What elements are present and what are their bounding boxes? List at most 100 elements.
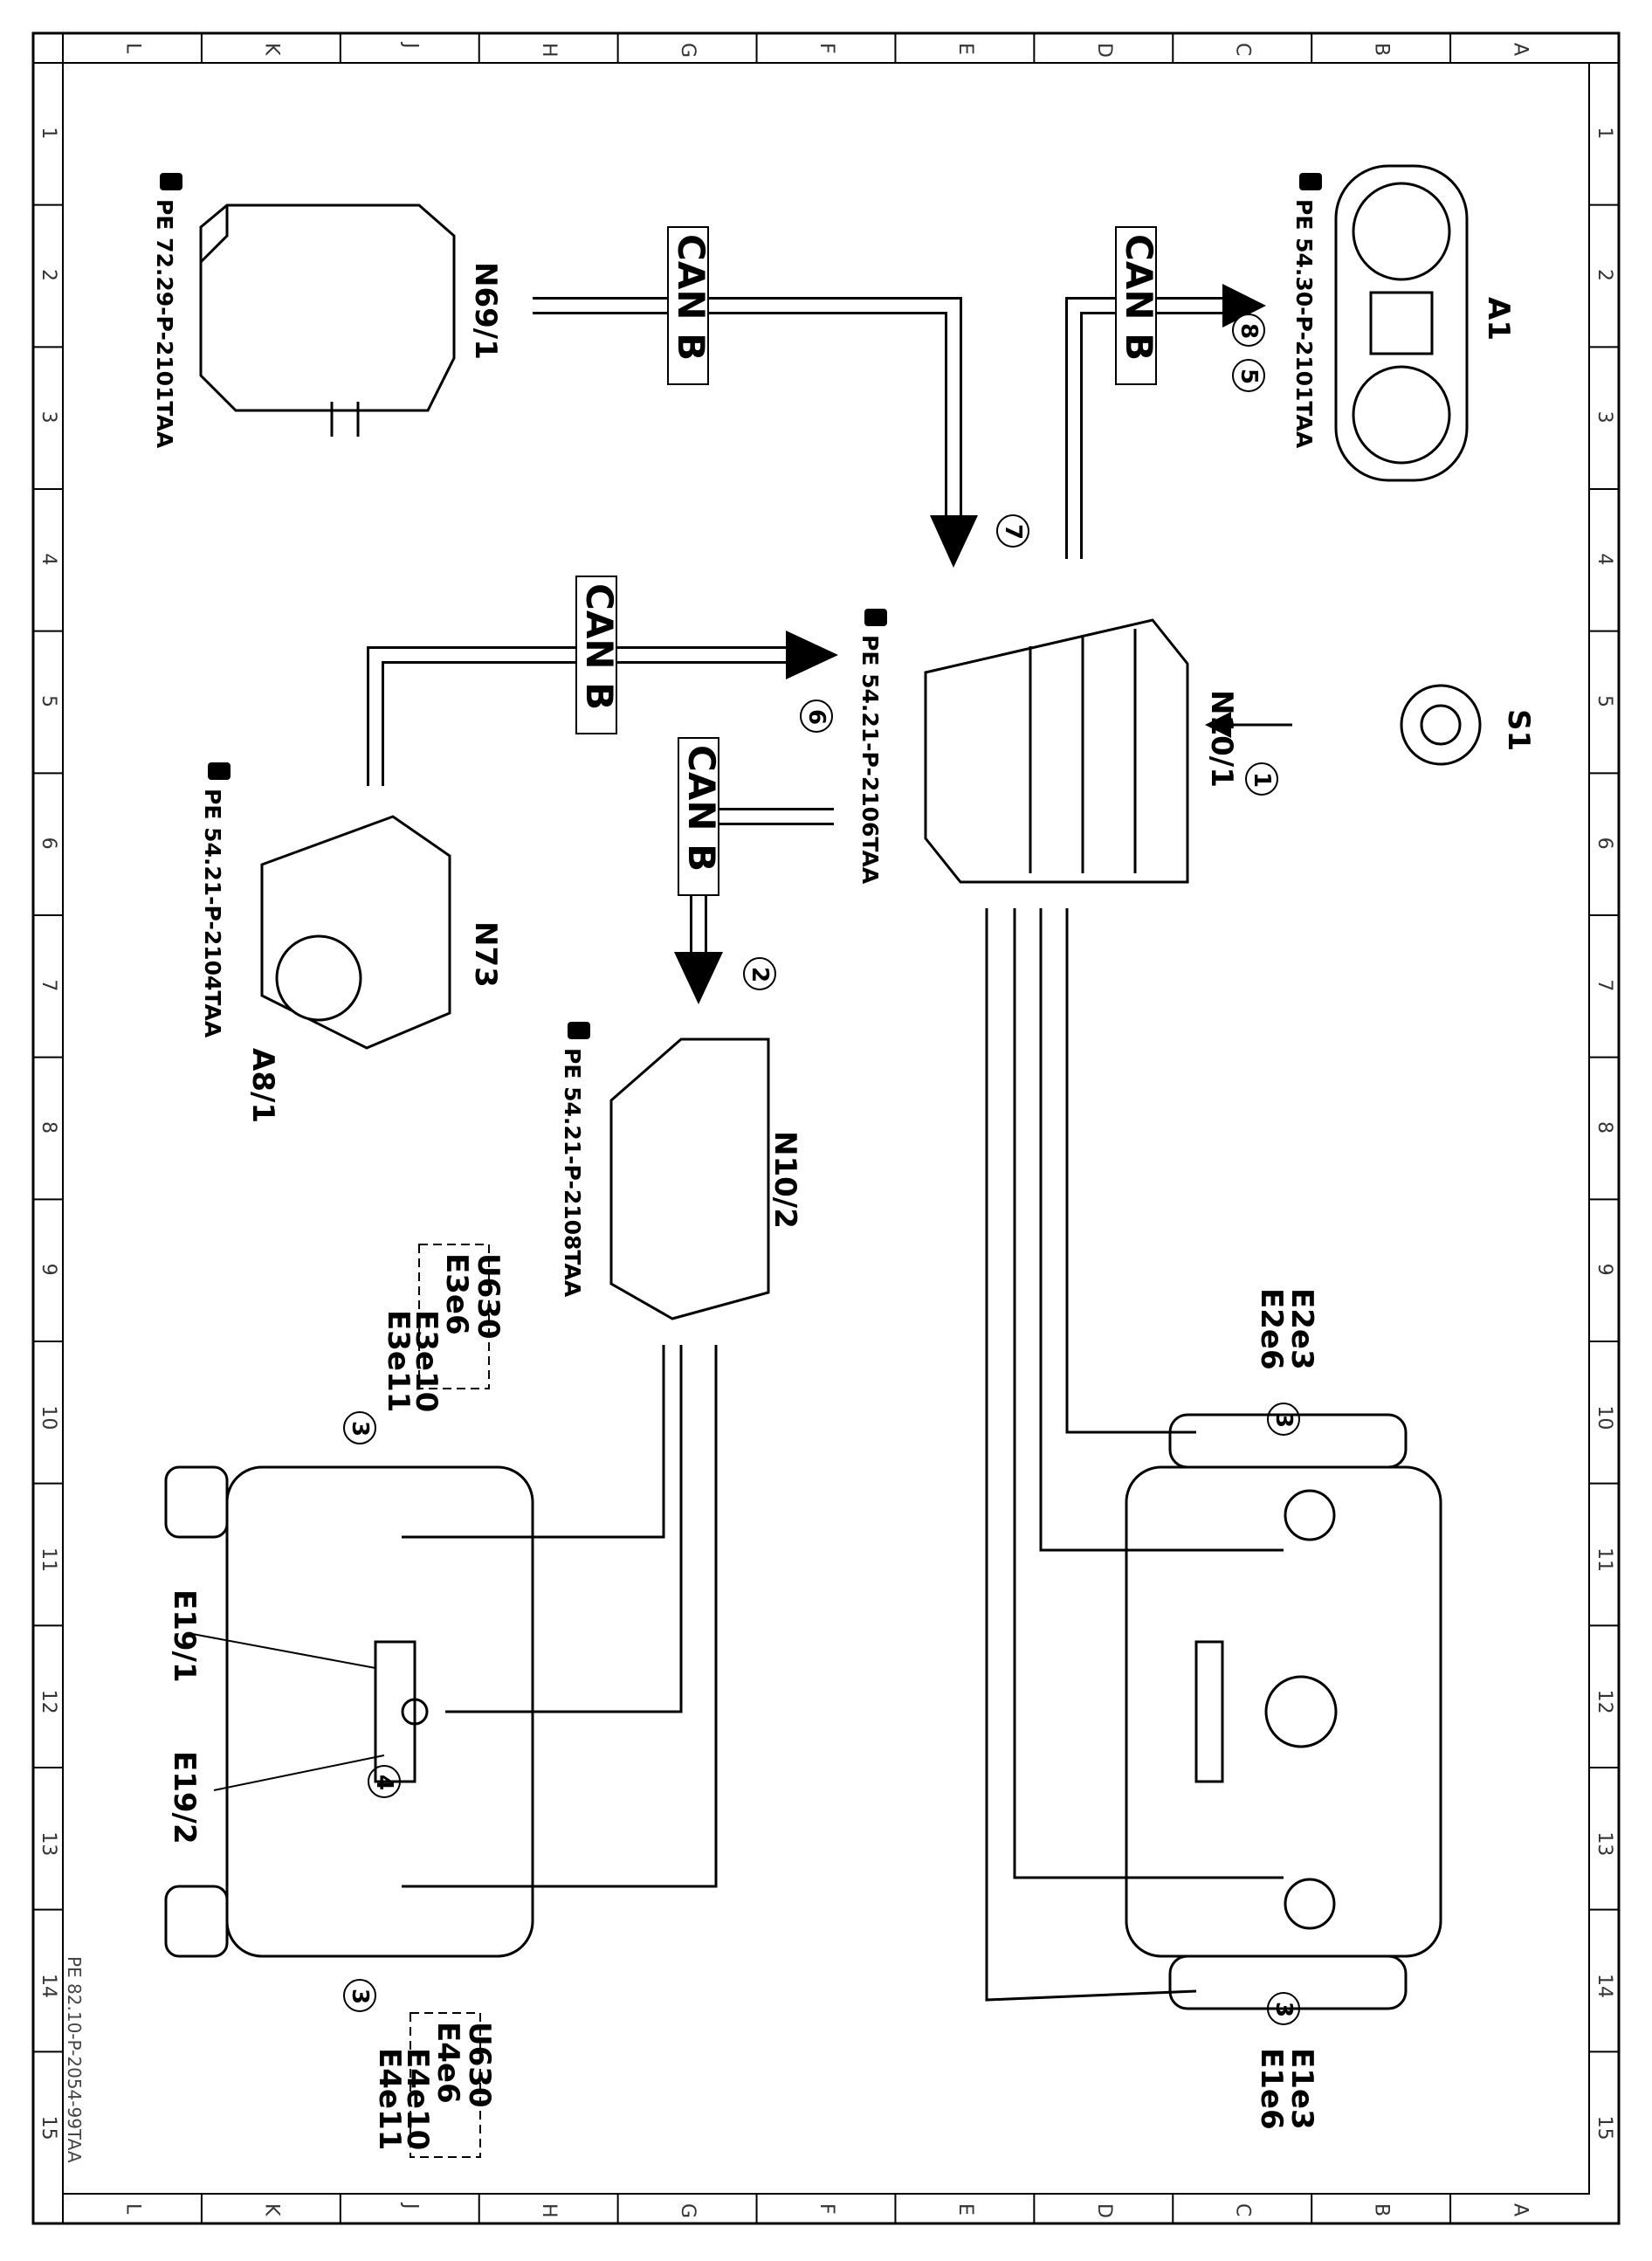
pointing-hand-icon [208, 762, 231, 780]
grid-number-12: 12 [38, 1690, 59, 1714]
can-b-label-4: CAN B [680, 745, 723, 872]
svg-text:5: 5 [1236, 369, 1262, 384]
grid-letter-G: G [677, 2203, 699, 2218]
grid-number-2: 2 [38, 269, 59, 281]
document-id: PE 82.10-P-2054-99TAA [64, 1956, 85, 2163]
grid-number-10: 10 [1593, 1405, 1615, 1430]
grid-letter-G: G [677, 43, 699, 58]
svg-text:3: 3 [347, 1421, 373, 1437]
grid-number-11: 11 [38, 1548, 59, 1572]
n69-1-module [199, 203, 456, 437]
grid-ticks [33, 33, 1619, 2223]
svg-text:U630: U630 [471, 1253, 506, 1340]
svg-text:E2e6: E2e6 [1254, 1288, 1289, 1370]
n69-1-label: N69/1 [468, 262, 503, 360]
a1-label: A1 [1481, 297, 1516, 341]
outer-frame [31, 31, 1621, 2225]
signal-markers [343, 314, 1300, 2025]
n10-1-module [924, 618, 1189, 884]
grid-letter-F: F [816, 2203, 837, 2215]
svg-text:1: 1 [1249, 772, 1275, 788]
grid-number-12: 12 [1593, 1690, 1615, 1714]
grid-letter-B: B [1371, 43, 1393, 56]
svg-text:E19/2: E19/2 [167, 1751, 202, 1844]
lamp-labels: E2e3 E2e6 E1e3 E1e6 U630 E3e6 E3e10 E3e1… [167, 1244, 1319, 2158]
grid-number-4: 4 [1593, 553, 1615, 565]
grid-letter-B: B [1371, 2203, 1393, 2216]
inner-frame [62, 62, 1590, 2195]
grid-number-6: 6 [1593, 838, 1615, 850]
svg-text:2: 2 [747, 967, 773, 982]
svg-text:E1e3: E1e3 [1284, 2048, 1319, 2130]
grid-number-9: 9 [1593, 1264, 1615, 1276]
grid-number-3: 3 [1593, 411, 1615, 424]
n10-1-label: N10/1 [1204, 690, 1239, 788]
s1-switch [1400, 684, 1482, 766]
n10-2-module [609, 1037, 770, 1320]
grid-letter-C: C [1232, 43, 1254, 56]
grid-number-11: 11 [1593, 1548, 1615, 1572]
svg-text:7: 7 [1000, 524, 1026, 540]
grid-number-3: 3 [38, 411, 59, 424]
arrowheads [674, 284, 1266, 1004]
grid-number-14: 14 [1593, 1974, 1615, 1998]
grid-number-8: 8 [38, 1121, 59, 1134]
grid-letter-L: L [121, 43, 143, 54]
svg-text:3: 3 [347, 1989, 373, 2004]
signal-numbers: 1 2 3 4 5 6 7 8 3 3 3 [347, 323, 1297, 2017]
svg-text:E2e3: E2e3 [1284, 1288, 1319, 1370]
n10-2-label: N10/2 [767, 1131, 802, 1229]
can-b-label-3: CAN B [578, 583, 621, 710]
svg-text:E3e6: E3e6 [439, 1253, 474, 1335]
grid-letter-H: H [538, 2203, 560, 2218]
grid-number-4: 4 [38, 553, 59, 565]
svg-text:8: 8 [1236, 323, 1262, 339]
grid-letter-D: D [1093, 2203, 1115, 2218]
component-labels: N69/1 PE 72.29-P-2101TAA A1 PE 54.30-P-2… [152, 199, 1536, 1298]
grid-letter-D: D [1093, 43, 1115, 58]
grid-letter-K: K [260, 43, 282, 56]
connection-lines [367, 297, 1292, 2002]
n69-1-ref: PE 72.29-P-2101TAA [152, 199, 177, 449]
grid-number-5: 5 [38, 695, 59, 707]
rear-vehicle-view [164, 1465, 534, 1958]
pointing-hand-icon [1299, 173, 1322, 190]
grid-letter-F: F [816, 43, 837, 54]
grid-number-1: 1 [1593, 127, 1615, 139]
grid-letter-A: A [1510, 2203, 1532, 2216]
n10-1-ref: PE 54.21-P-2106TAA [857, 635, 883, 885]
svg-text:E19/1: E19/1 [167, 1589, 202, 1683]
pointing-hand-icon [864, 609, 887, 626]
grid-number-14: 14 [38, 1974, 59, 1998]
a1-ref: PE 54.30-P-2101TAA [1291, 199, 1317, 449]
grid-number-7: 7 [1593, 979, 1615, 991]
grid-number-7: 7 [38, 979, 59, 991]
n73-ignition-switch [260, 815, 451, 1050]
grid-number-5: 5 [1593, 695, 1615, 707]
n73-label: N73 [468, 921, 503, 988]
grid-number-6: 6 [38, 838, 59, 850]
pointer-lines [187, 1632, 385, 1791]
grid-number-15: 15 [1593, 2116, 1615, 2140]
svg-text:E4e11: E4e11 [372, 2048, 407, 2150]
svg-text:E4e6: E4e6 [430, 2022, 465, 2104]
grid-letter-J: J [399, 2202, 421, 2209]
grid-number-8: 8 [1593, 1121, 1615, 1134]
pointing-hand-icon [568, 1022, 590, 1039]
n10-2-ref: PE 54.21-P-2108TAA [560, 1048, 585, 1298]
grid-letter-E: E [954, 2203, 976, 2216]
pointing-hand-icon [160, 173, 182, 190]
grid-letter-L: L [121, 2203, 143, 2215]
front-vehicle-view [1125, 1413, 1442, 2010]
grid-letter-C: C [1232, 2203, 1254, 2216]
grid-number-1: 1 [38, 127, 59, 139]
svg-text:E3e10: E3e10 [409, 1310, 444, 1412]
can-b-label-2: CAN B [1118, 234, 1160, 361]
svg-text:6: 6 [803, 709, 829, 725]
n73-ref: PE 54.21-P-2104TAA [200, 789, 225, 1038]
s1-label: S1 [1501, 709, 1536, 751]
grid-number-13: 13 [1593, 1831, 1615, 1856]
